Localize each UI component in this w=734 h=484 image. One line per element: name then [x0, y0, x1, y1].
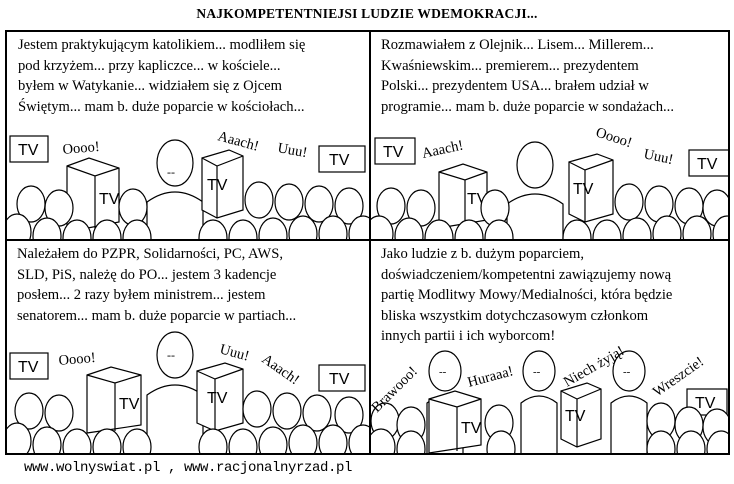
caption-line: Kwaśniewskim... premierem... prezydentem [381, 57, 639, 74]
speaker-body [506, 193, 564, 239]
speaker-face: -- [167, 165, 175, 179]
panel-1-caption: Jestem praktykującym katolikiem... modli… [18, 35, 305, 117]
comic-panel-4: Jako ludzie z b. dużym poparciem, doświa… [369, 239, 730, 455]
footer-links[interactable]: www.wolnyswiat.pl , www.racjonalnyrzad.p… [24, 460, 353, 476]
panel-1-crowd-scene: -- TV TV TV TV Oooo! Aaach! Uuu! [7, 128, 369, 239]
svg-text:TV: TV [18, 142, 39, 159]
svg-text:TV: TV [329, 152, 350, 169]
panel-4-crowd-scene: -- -- -- TV TV TV Brawooo! Huraaa! Niech… [371, 343, 728, 453]
shout-text: Uuu! [276, 140, 308, 161]
tv-camera [428, 390, 482, 453]
svg-text:TV: TV [697, 156, 718, 173]
page-title: NAJKOMPETENTNIEJSI LUDZIE WDEMOKRACJI... [196, 6, 538, 21]
caption-line: programie... mam b. duże poparcie w sond… [381, 98, 674, 115]
caption-line: Świętym... mam b. duże poparcie w kościo… [18, 98, 305, 115]
shout-text: Uuu! [218, 341, 251, 364]
speaker-head [516, 141, 554, 189]
caption-line: byłem w Watykanie... widziałem się z Ojc… [18, 78, 282, 94]
speaker-body [610, 395, 648, 453]
tv-sign [688, 149, 728, 177]
tv-camera [568, 153, 614, 223]
svg-text:TV: TV [573, 181, 594, 198]
shout-text: Oooo! [58, 350, 96, 369]
caption-line: posłem... 2 razy byłem ministrem... jest… [17, 287, 266, 303]
tv-camera [560, 382, 602, 448]
caption-line: SLD, PiS, należę do PO... jestem 3 kaden… [17, 266, 277, 283]
caption-line: bliska wszystkim dotychczasowym członkom [381, 307, 649, 324]
caption-line: Jako ludzie z b. dużym poparciem, [381, 246, 585, 262]
speaker-head [450, 362, 452, 364]
tv-camera [201, 149, 244, 219]
tv-sign [318, 364, 366, 392]
svg-text:TV: TV [565, 408, 586, 425]
caption-line: Należałem do PZPR, Solidarności, PC, AWS… [17, 246, 283, 262]
speaker-body [520, 395, 558, 453]
svg-text:TV: TV [18, 359, 39, 376]
svg-text:TV: TV [383, 144, 404, 161]
speaker-head [428, 350, 462, 392]
svg-text:TV: TV [99, 191, 120, 208]
tv-sign [9, 135, 49, 163]
shout-text: Aaach! [421, 138, 465, 162]
shout-text: Uuu! [642, 146, 674, 168]
svg-text:--: -- [623, 366, 631, 378]
tv-sign [9, 352, 49, 380]
svg-text:--: -- [533, 366, 541, 378]
caption-line: pod krzyżem... przy kapliczce... w kości… [18, 57, 281, 74]
svg-text:TV: TV [329, 371, 350, 388]
caption-line: Jestem praktykującym katolikiem... modli… [18, 37, 306, 53]
svg-text:TV: TV [461, 420, 482, 437]
speaker-face: -- [167, 348, 175, 362]
shout-text: Oooo! [62, 139, 100, 158]
panel-4-caption: Jako ludzie z b. dużym poparciem, doświa… [381, 244, 672, 347]
comic-panel-1: Jestem praktykującym katolikiem... modli… [5, 30, 371, 241]
tv-camera [86, 366, 142, 434]
speaker-body [146, 191, 204, 239]
speaker-head [522, 350, 556, 392]
svg-text:TV: TV [119, 396, 140, 413]
shout-text: Oooo! [594, 125, 634, 152]
speaker-head [156, 331, 194, 379]
caption-line: partię Modlitwy Mowy/Medialności, która … [381, 287, 673, 303]
caption-line: senatorem... mam b. duże poparcie w part… [17, 307, 297, 324]
caption-line: innych partii i ich wyborcom! [381, 328, 556, 344]
panel-3-caption: Należałem do PZPR, Solidarności, PC, AWS… [17, 244, 296, 326]
shout-text: Aaach! [216, 128, 261, 154]
comic-panel-3: Należałem do PZPR, Solidarności, PC, AWS… [5, 239, 371, 455]
panel-2-crowd-scene: TV TV TV TV Aaach! Oooo! Uuu! [371, 125, 728, 239]
tv-sign [318, 145, 366, 173]
svg-text:TV: TV [207, 390, 228, 407]
panel-3-crowd-scene: -- TV TV TV TV Oooo! Uuu! Aaach! [7, 331, 369, 453]
comic-panel-2: Rozmawiałem z Olejnik... Lisem... Miller… [369, 30, 730, 241]
speaker-head [156, 139, 194, 187]
caption-line: doświadczeniem/kompetentni zawiązujemy n… [381, 266, 672, 283]
svg-text:TV: TV [695, 395, 716, 412]
tv-camera [196, 362, 244, 432]
tv-sign [374, 137, 416, 165]
shout-text: Huraaa! [466, 363, 515, 391]
shout-text: Aaach! [259, 351, 302, 388]
speaker-head [612, 350, 646, 392]
caption-line: Rozmawiałem z Olejnik... Lisem... Miller… [381, 37, 654, 53]
svg-text:TV: TV [207, 177, 228, 194]
speaker-body [146, 384, 204, 453]
panel-2-caption: Rozmawiałem z Olejnik... Lisem... Miller… [381, 35, 674, 117]
caption-line: Polski... prezydentem USA... brałem udzi… [381, 78, 649, 94]
svg-text:--: -- [439, 366, 447, 378]
